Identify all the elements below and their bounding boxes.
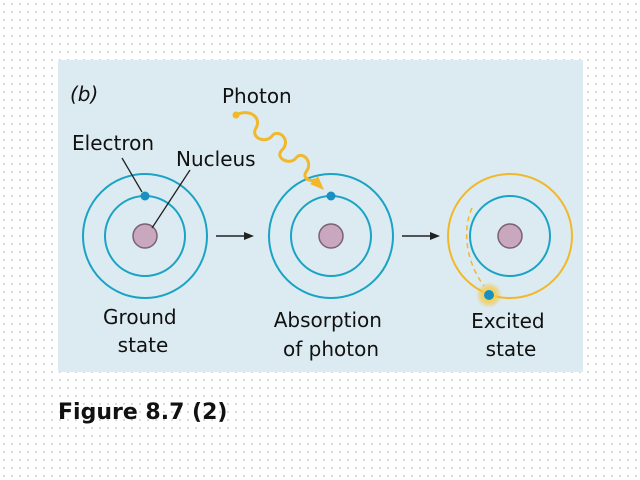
figure-caption: Figure 8.7 (2) bbox=[58, 400, 228, 425]
electron-pointer bbox=[121, 157, 143, 193]
nucleus bbox=[318, 223, 344, 249]
ground-state-atom bbox=[82, 157, 208, 299]
nucleus bbox=[497, 223, 523, 249]
transition-arrow-2 bbox=[402, 232, 440, 240]
nucleus-pointer bbox=[151, 169, 191, 229]
transition-arrow-1 bbox=[216, 232, 254, 240]
absorption-label: Absorption of photon bbox=[274, 308, 389, 361]
inner-orbit bbox=[469, 195, 551, 277]
panel-label-text: (b) bbox=[70, 82, 98, 106]
outer-orbit bbox=[268, 173, 394, 299]
photon-label: Photon bbox=[222, 84, 292, 108]
excited-state-atom bbox=[447, 173, 573, 308]
nucleus-label: Nucleus bbox=[176, 147, 256, 171]
photon-arrowhead bbox=[310, 176, 324, 190]
electron bbox=[484, 290, 494, 300]
photon-wave bbox=[234, 111, 316, 182]
electron bbox=[140, 191, 150, 201]
outer-orbit bbox=[82, 173, 208, 299]
ground-state-label: Ground state bbox=[103, 305, 183, 357]
electron bbox=[326, 191, 336, 201]
photon bbox=[232, 111, 324, 190]
nucleus bbox=[132, 223, 158, 249]
electron-label: Electron bbox=[72, 131, 154, 155]
outer-orbit bbox=[447, 173, 573, 299]
panel-label: (b) bbox=[70, 82, 98, 106]
excited-state-label: Excited state bbox=[471, 309, 551, 361]
electron-jump-path bbox=[465, 207, 485, 287]
diagram-panel bbox=[58, 60, 583, 372]
absorption-atom bbox=[268, 173, 394, 299]
